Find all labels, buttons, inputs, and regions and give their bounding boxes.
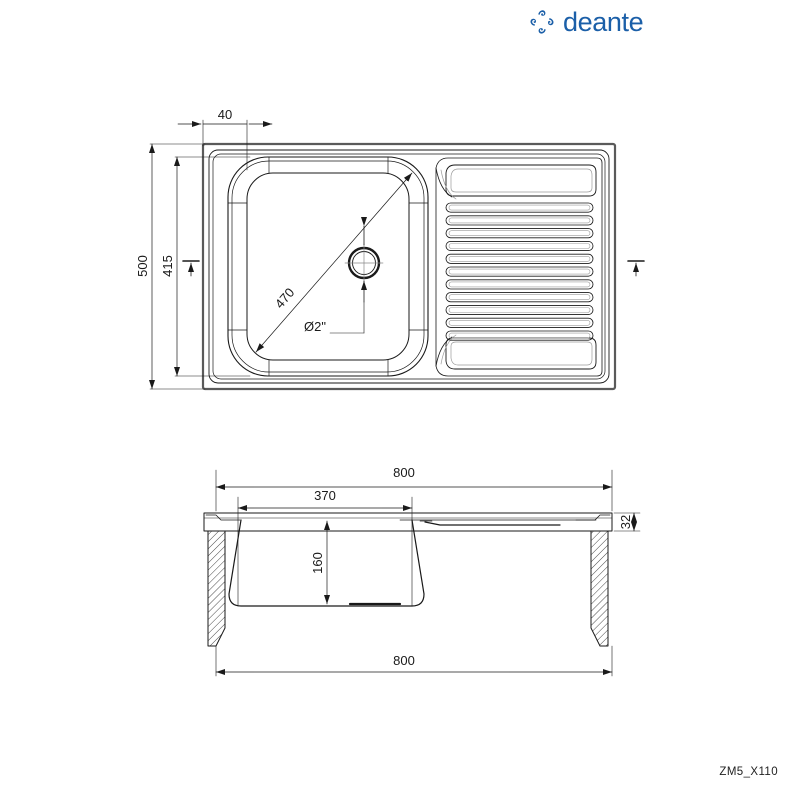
drainboard-groove-inner (448, 217, 591, 224)
dim-overall-depth: 500 (135, 255, 150, 277)
section-cut-right (590, 530, 609, 647)
dim-overall-width-bottom: 800 (393, 653, 415, 668)
section-bowl-profile (228, 519, 425, 607)
drainboard-groove (445, 202, 594, 213)
drainboard-groove-inner (448, 230, 591, 236)
drainboard-groove-inner (448, 307, 591, 313)
brand-name: deante (563, 7, 644, 37)
dim-bowl-height: 160 (310, 552, 325, 574)
drainboard-groove-inner (448, 294, 591, 301)
four-petal-pinwheel-icon (528, 8, 556, 36)
bowl-outer-edge2 (231, 160, 425, 373)
drainboard-grooves (445, 202, 594, 341)
section-dimensions (215, 469, 641, 677)
drainboard-groove-inner (448, 243, 591, 249)
drainboard-groove (445, 228, 594, 239)
drainboard-groove (445, 292, 594, 303)
drainboard-groove (445, 266, 594, 277)
sink-rim-inner2 (212, 153, 606, 380)
drainboard-boundary (435, 157, 603, 377)
dim-drain-diameter: Ø2" (304, 319, 326, 334)
plan-view (201, 142, 617, 391)
bowl-outer-edge (227, 156, 429, 377)
drainboard-groove-inner (448, 204, 591, 211)
dim-overall-width-top: 800 (393, 465, 415, 480)
drainboard-groove (445, 304, 594, 316)
ribbed-drainboard-right (435, 157, 603, 377)
drainboard-top-channel (445, 164, 597, 197)
drainboard-groove-inner (448, 268, 591, 275)
dim-bowl-depth: 415 (160, 255, 175, 277)
drainboard-groove (445, 330, 594, 341)
plan-dimensions (149, 119, 645, 390)
drainboard-groove (445, 317, 594, 328)
dim-rim-offset: 40 (218, 107, 232, 122)
drainboard-groove-inner (448, 255, 591, 262)
dim-bowl-width: 370 (314, 488, 336, 503)
drainboard-groove (445, 240, 594, 252)
centre-mark-left (182, 260, 200, 277)
dim-rim-thickness: 32 (618, 515, 633, 529)
drainboard-groove-inner (448, 319, 591, 326)
front-section-view (203, 512, 613, 647)
drainboard-groove-inner (448, 281, 591, 288)
sink-rim-inner (208, 149, 610, 384)
drainboard-groove (445, 279, 594, 290)
centre-mark-right (627, 260, 645, 277)
drainboard-groove-inner (448, 332, 591, 339)
drainboard-groove (445, 215, 594, 226)
product-code: ZM5_X110 (719, 766, 778, 778)
section-cut-left (207, 530, 226, 647)
drainboard-groove (445, 253, 594, 264)
brand-logo: deante (528, 7, 644, 37)
section-top-plate (203, 512, 613, 532)
